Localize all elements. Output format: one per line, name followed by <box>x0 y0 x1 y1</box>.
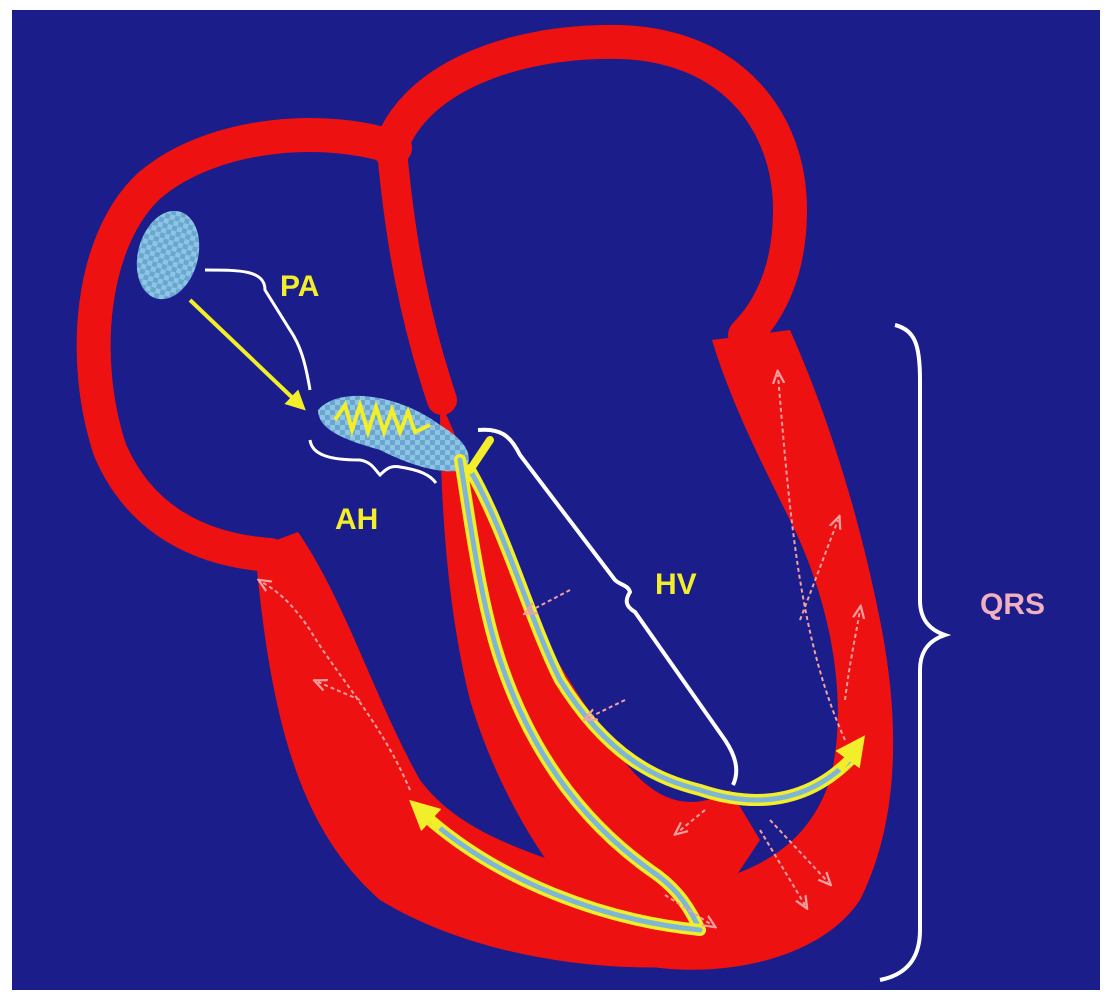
ah-label: AH <box>335 505 378 535</box>
qrs-label: QRS <box>980 590 1045 620</box>
pa-label: PA <box>280 272 319 302</box>
hv-label: HV <box>655 570 697 600</box>
